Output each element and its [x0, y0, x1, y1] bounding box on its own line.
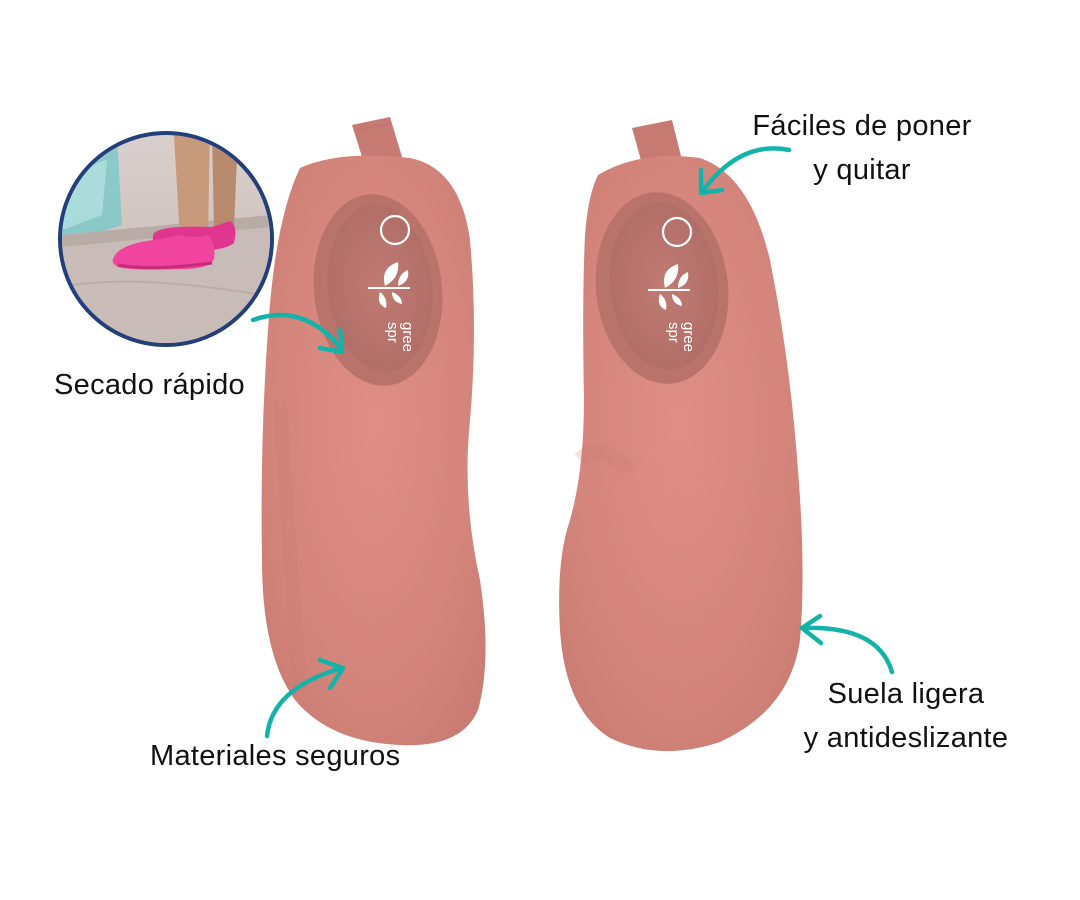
left-shoe: gree spr [261, 117, 486, 746]
svg-text:gree: gree [680, 322, 697, 352]
callout-quick-dry: Secado rápido [54, 369, 245, 401]
callout-light-sole-line1: Suela ligera [827, 678, 985, 710]
arrow-quick-dry-icon [250, 312, 345, 355]
callout-light-sole-line2: y antideslizante [803, 722, 1009, 754]
product-photo-inset [58, 131, 274, 347]
svg-text:spr: spr [384, 322, 401, 343]
callout-easy-on-off: Fáciles de poner y quitar [726, 104, 998, 192]
callout-safe-materials: Materiales seguros [150, 740, 401, 772]
callout-easy-on-off-line1: Fáciles de poner [752, 110, 972, 142]
right-shoe: gree spr [559, 120, 803, 752]
arrow-easy-on-off-icon [698, 146, 792, 196]
svg-text:gree: gree [399, 322, 416, 352]
photo-scene [62, 135, 270, 343]
left-brand-logo-icon [368, 262, 410, 308]
svg-text:spr: spr [665, 322, 682, 343]
callout-light-sole: Suela ligera y antideslizante [772, 672, 1040, 760]
arrow-light-sole-icon [799, 613, 895, 675]
right-brand-logo-icon [648, 264, 690, 310]
arrow-safe-materials-icon [264, 657, 346, 739]
callout-easy-on-off-line2: y quitar [813, 154, 911, 186]
